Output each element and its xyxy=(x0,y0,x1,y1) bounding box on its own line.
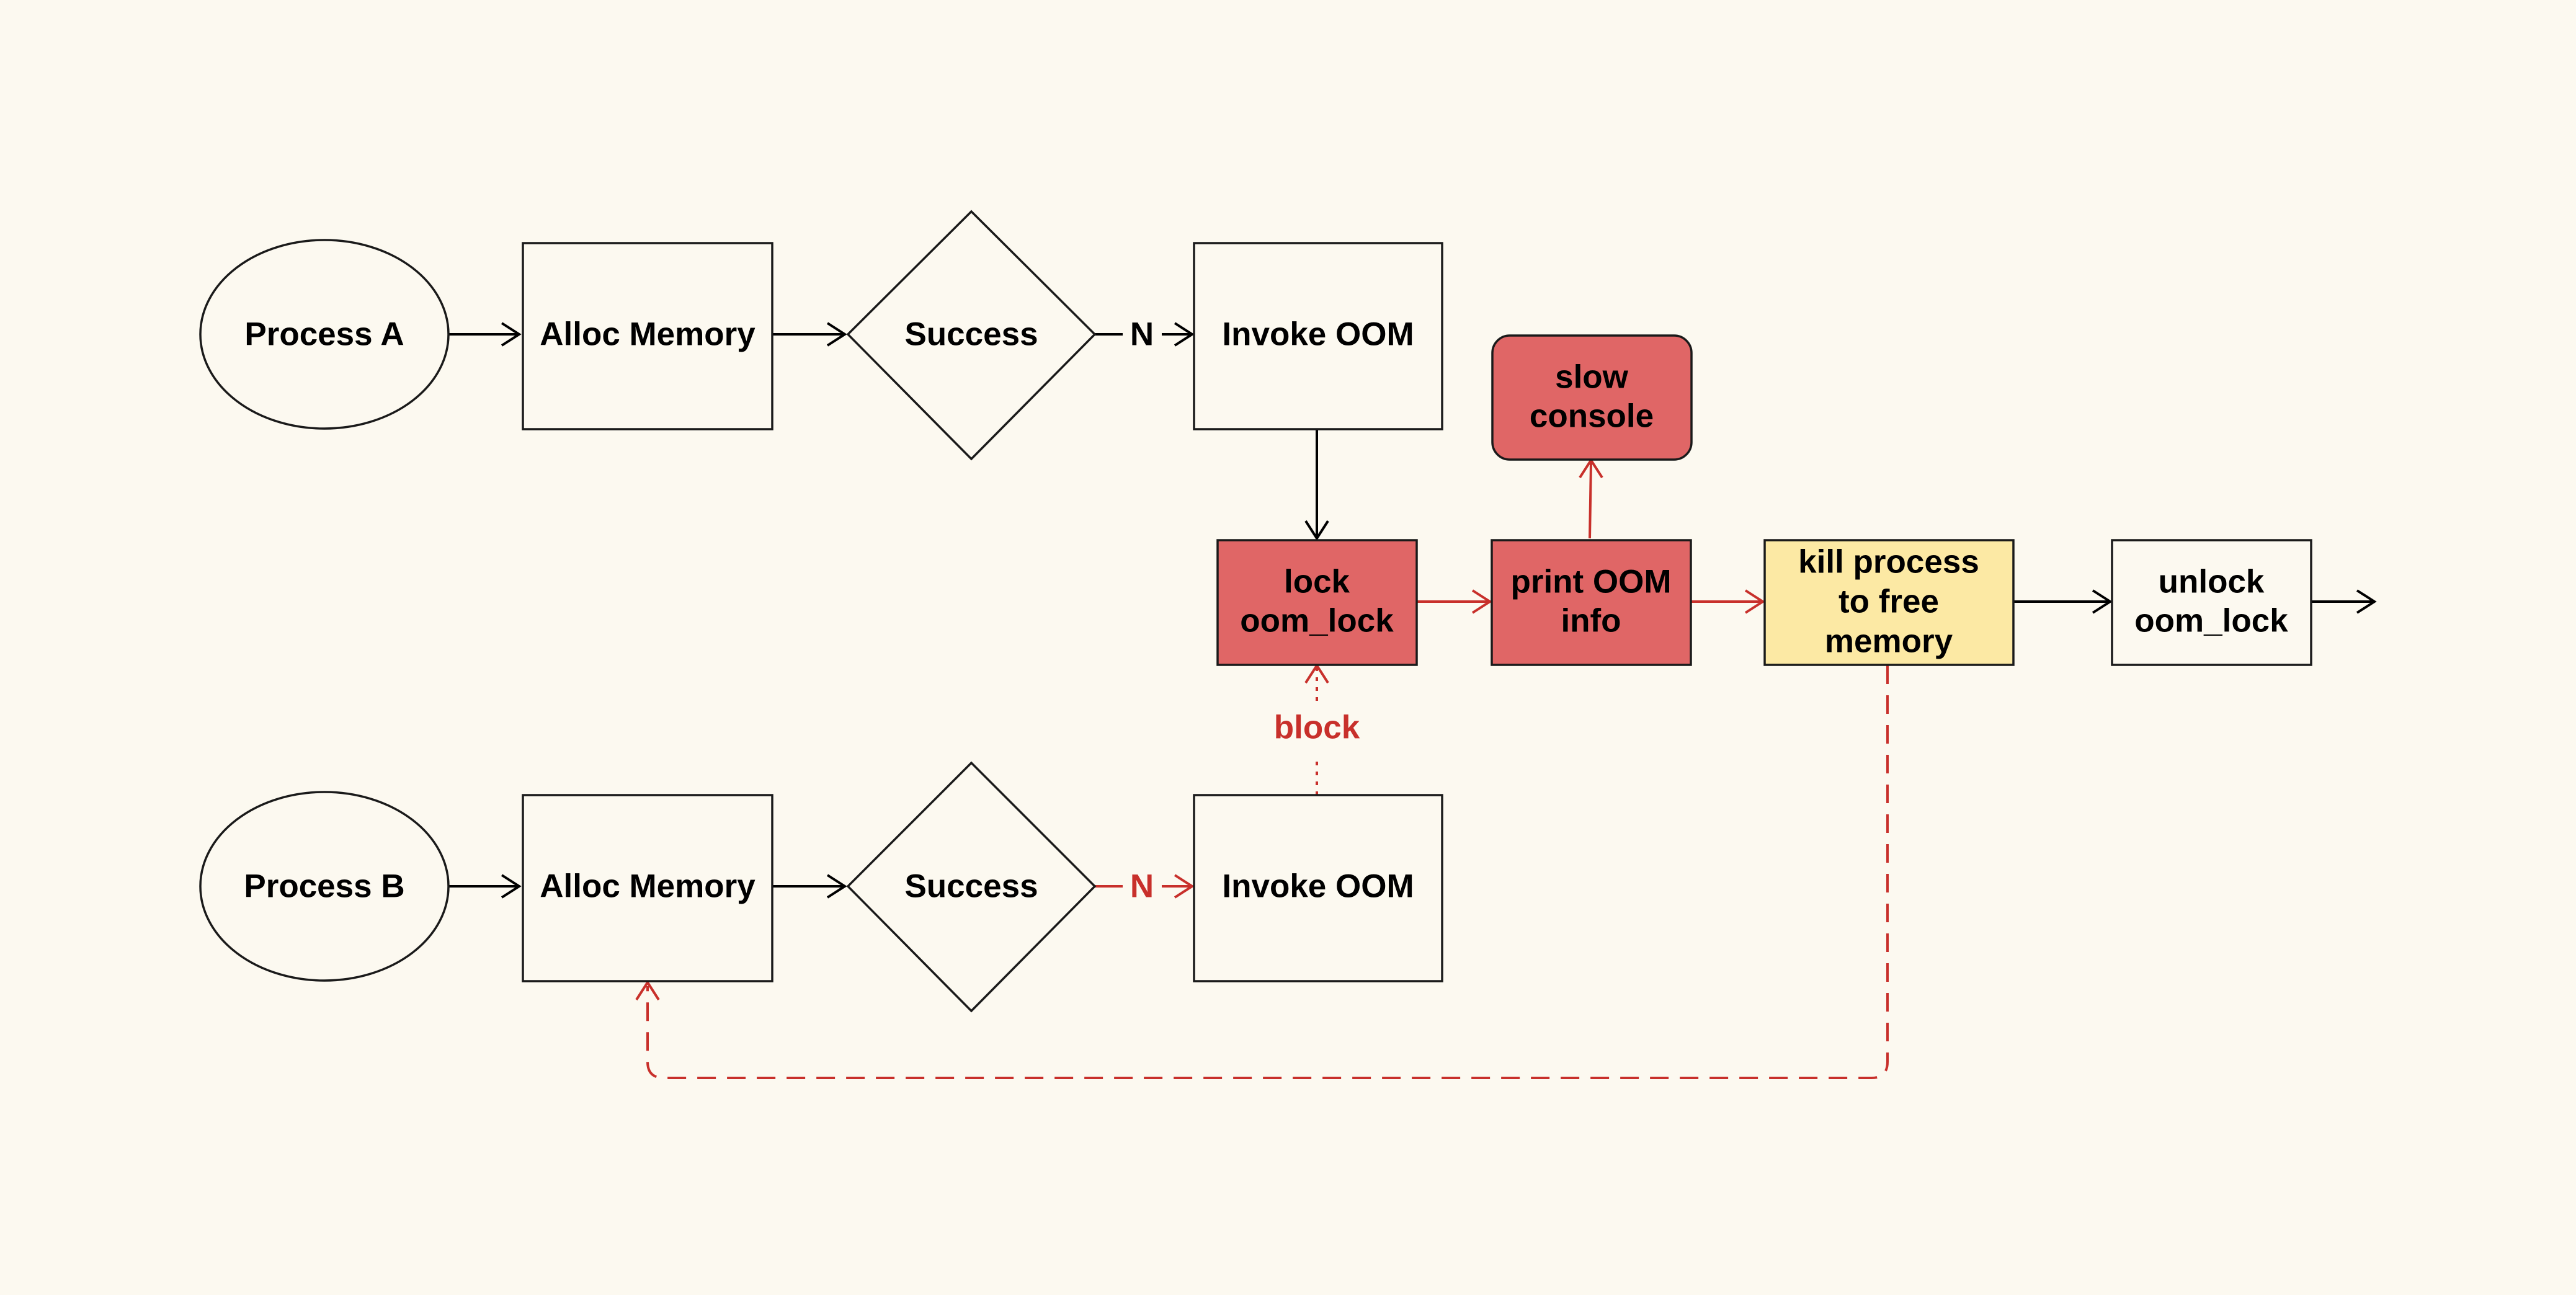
print-label-line-1: print OOM xyxy=(1510,564,1671,600)
start-node-process-b: Process B xyxy=(199,791,450,982)
lock-label-line-1: lock xyxy=(1284,564,1350,600)
kill-label-line-1: kill process xyxy=(1798,544,1979,581)
edge-kill-to-unlock xyxy=(2013,589,2113,614)
success-b-label: Success xyxy=(904,868,1038,905)
kill-label-line-3: memory xyxy=(1825,623,1953,660)
process-node-invoke-oom-b: Invoke OOM xyxy=(1193,794,1443,982)
process-node-print-oom-info: print OOM info xyxy=(1491,539,1692,666)
edge-alloc-b-to-success xyxy=(772,874,847,899)
alloc-memory-a-label: Alloc Memory xyxy=(540,316,755,353)
edge-label-block: block xyxy=(1274,710,1360,746)
edge-kill-retry-alloc-b xyxy=(635,665,1889,1079)
process-node-kill-process: kill process to free memory xyxy=(1763,539,2015,666)
process-node-unlock-oom-lock: unlock oom_lock xyxy=(2111,539,2312,666)
edge-label-n-b: N xyxy=(1130,868,1154,905)
process-node-invoke-oom-a: Invoke OOM xyxy=(1193,242,1443,430)
process-b-label: Process B xyxy=(244,868,404,905)
unlock-label-line-1: unlock xyxy=(2159,564,2265,600)
start-node-process-a: Process A xyxy=(199,239,450,430)
process-node-alloc-memory-a: Alloc Memory xyxy=(522,242,773,430)
decision-node-success-a: Success xyxy=(846,210,1097,461)
edge-print-to-kill xyxy=(1691,589,1765,614)
invoke-oom-b-label: Invoke OOM xyxy=(1222,868,1414,905)
print-label-line-2: info xyxy=(1561,603,1621,639)
process-node-lock-oom-lock: lock oom_lock xyxy=(1216,539,1418,666)
edge-success-b-to-invoke xyxy=(1095,874,1195,899)
edge-lock-to-print xyxy=(1417,589,1492,614)
alloc-memory-b-label: Alloc Memory xyxy=(540,868,755,905)
edge-process-b-to-alloc xyxy=(448,874,522,899)
decision-node-success-b: Success xyxy=(846,761,1097,1013)
slow-label-line-1: slow xyxy=(1555,359,1629,396)
unlock-label-line-2: oom_lock xyxy=(2134,603,2288,639)
process-node-alloc-memory-b: Alloc Memory xyxy=(522,794,773,982)
lock-label-line-2: oom_lock xyxy=(1240,603,1394,639)
edge-invoke-a-to-lock xyxy=(1304,430,1329,541)
edge-process-a-to-alloc xyxy=(448,322,522,347)
process-node-slow-console: slow console xyxy=(1491,334,1693,461)
edge-label-n-a: N xyxy=(1130,316,1154,353)
kill-label-line-2: to free xyxy=(1838,584,1939,620)
edge-unlock-exit xyxy=(2311,589,2377,614)
edge-success-a-to-invoke xyxy=(1095,322,1195,347)
edge-alloc-a-to-success xyxy=(772,322,847,347)
invoke-oom-a-label: Invoke OOM xyxy=(1222,316,1414,353)
slow-label-line-2: console xyxy=(1530,398,1654,435)
success-a-label: Success xyxy=(904,316,1038,353)
process-a-label: Process A xyxy=(244,316,404,353)
